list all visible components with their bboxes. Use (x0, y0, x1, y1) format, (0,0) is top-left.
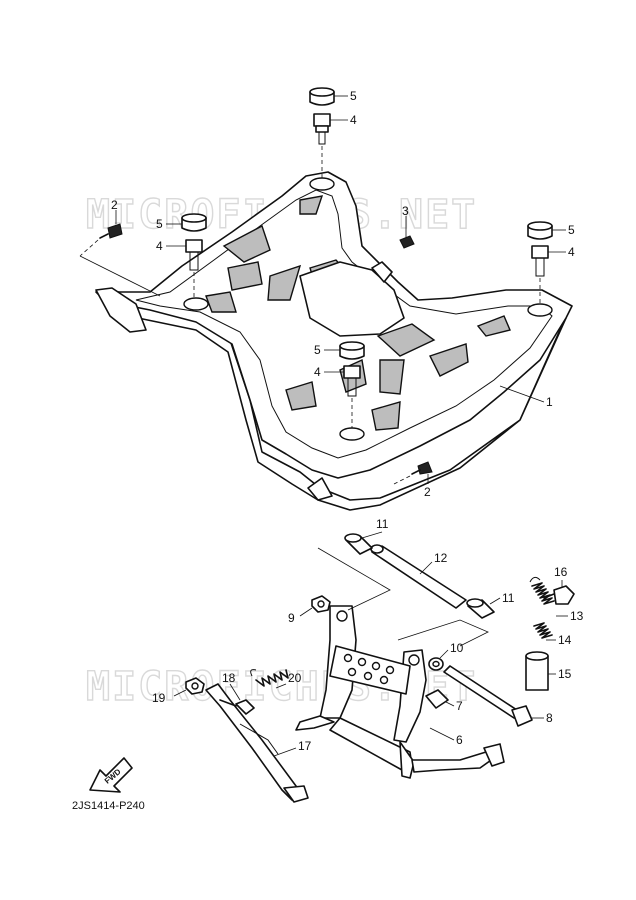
callout-3: 3 (402, 204, 409, 218)
callout-11-lower: 11 (502, 591, 515, 605)
bolt-8 (443, 665, 533, 727)
frame-assembly (95, 171, 573, 511)
callout-7: 7 (456, 699, 463, 713)
callout-15: 15 (558, 667, 572, 681)
fwd-arrow-icon: FWD (89, 757, 133, 793)
callout-4-left: 4 (156, 239, 163, 253)
side-stand (205, 683, 309, 803)
bolt-left (185, 239, 203, 271)
collar-upper (344, 533, 373, 555)
bolt-right (531, 245, 549, 277)
grommet-left (181, 213, 207, 232)
callout-5-right: 5 (568, 223, 575, 237)
callout-17: 17 (298, 739, 312, 753)
rubber-grommet-top (309, 87, 335, 106)
callout-4-right: 4 (568, 245, 575, 259)
pivot-shaft (370, 544, 467, 609)
callout-5-center: 5 (314, 343, 321, 357)
callout-4-top: 4 (350, 113, 357, 127)
screw-left (99, 223, 123, 239)
bolt-16 (543, 585, 575, 605)
spring-cover-15 (525, 651, 549, 691)
callout-12: 12 (434, 551, 448, 565)
spring-13 (529, 576, 555, 605)
spring-14 (533, 622, 553, 639)
callout-5-top: 5 (350, 89, 357, 103)
callout-1: 1 (546, 395, 553, 409)
stopper-7 (425, 689, 449, 709)
washer-10 (428, 657, 444, 671)
callout-13: 13 (570, 609, 584, 623)
main-stand (295, 605, 505, 779)
callout-10: 10 (450, 641, 464, 655)
callout-14: 14 (558, 633, 572, 647)
callout-9: 9 (288, 611, 295, 625)
callout-6: 6 (456, 733, 463, 747)
callout-20: 20 (288, 671, 302, 685)
callout-4-center: 4 (314, 365, 321, 379)
callout-5-left: 5 (156, 217, 163, 231)
callout-16: 16 (554, 565, 568, 579)
callout-11-upper: 11 (376, 517, 389, 531)
bolt-18 (219, 699, 255, 715)
spring-20 (250, 669, 289, 687)
callout-8: 8 (546, 711, 553, 725)
bolt-center (343, 365, 361, 397)
nut-19 (185, 677, 205, 695)
callout-2-left: 2 (111, 198, 118, 212)
callout-2-bottom: 2 (424, 485, 431, 499)
screw-bottom (411, 461, 433, 475)
grommet-right (527, 221, 553, 240)
callout-19: 19 (152, 691, 166, 705)
callout-18: 18 (222, 671, 236, 685)
callouts: 5 4 2 3 5 4 5 4 5 4 1 2 11 (111, 89, 584, 757)
nut-9 (311, 595, 331, 613)
diagram-code: 2JS1414-P240 (72, 800, 145, 812)
bolt-top (313, 113, 331, 145)
collar-lower (466, 598, 495, 619)
grommet-center (339, 341, 365, 360)
